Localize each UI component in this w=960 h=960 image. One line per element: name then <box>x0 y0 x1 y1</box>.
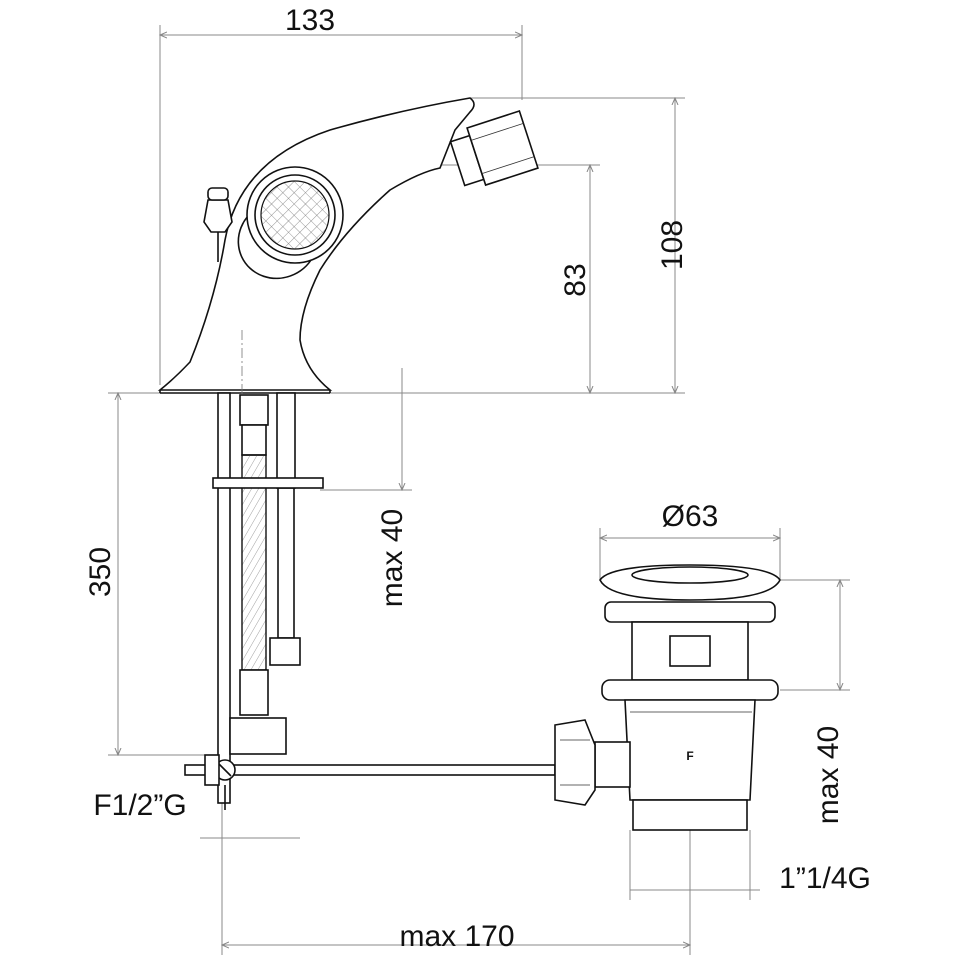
dim-drain-diameter: Ø63 <box>662 500 719 533</box>
tie-rod <box>277 487 295 639</box>
horizontal-rod <box>184 764 556 776</box>
dim-length-rods: 350 <box>84 547 117 597</box>
dim-supply-thread: F1/2”G <box>93 789 186 822</box>
under-sink-assembly <box>184 392 556 810</box>
dimension-lines <box>108 25 850 955</box>
dim-width-top: 133 <box>285 4 335 37</box>
flex-hose <box>241 454 267 671</box>
popup-lever <box>203 187 233 262</box>
drain-nut <box>554 719 596 806</box>
dim-max-thickness-left: max 40 <box>376 509 409 607</box>
pop-up-drain: F <box>554 564 781 831</box>
popup-rod <box>217 392 231 804</box>
nozzle <box>449 110 539 187</box>
dim-max-thickness-right: max 40 <box>812 726 845 824</box>
dim-height-spout: 83 <box>559 263 592 296</box>
dim-drain-thread: 1”1/4G <box>779 862 871 895</box>
dim-height-total: 108 <box>656 220 689 270</box>
mixer-body <box>157 97 539 400</box>
dim-max-reach: max 170 <box>399 920 514 953</box>
drain-mark: F <box>686 749 693 763</box>
